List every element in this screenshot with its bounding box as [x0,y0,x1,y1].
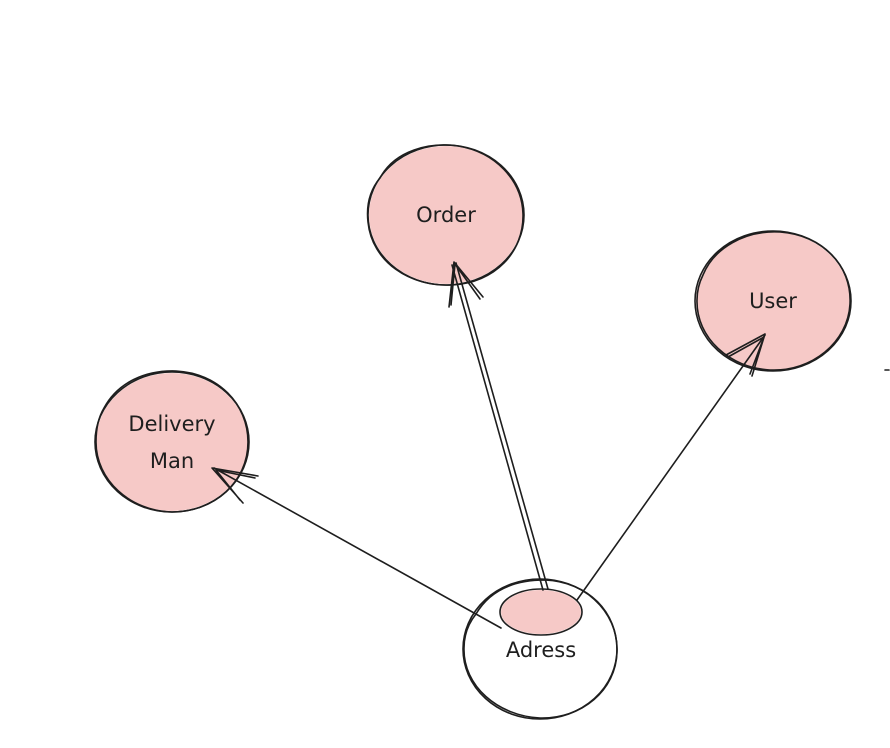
edge-address-to-delivery-man-arrowhead [211,467,259,504]
node-user-outline [694,230,852,372]
node-address-label: Adress [506,638,576,662]
node-address[interactable]: Adress [462,578,618,720]
node-address-inner-fill [501,590,581,634]
node-order-fill [369,146,523,284]
edge-address-to-user-arrowhead [725,333,766,377]
edge-address-to-order-line [451,262,549,591]
node-order-label: Order [416,203,476,227]
node-delivery-man[interactable]: Delivery Man [94,370,250,513]
edge-address-to-user-line [576,334,766,601]
node-order-outline-sketch [366,144,524,286]
node-user[interactable]: User [694,230,852,372]
node-address-outer-sketch [463,579,618,719]
node-order[interactable]: Order [366,144,525,286]
node-delivery-man-label-line1: Delivery [128,412,215,436]
edge-address-to-delivery-man [211,467,502,629]
node-user-outline-sketch [696,231,851,371]
node-delivery-man-outline-sketch [95,370,249,513]
node-address-inner-outline [499,588,583,636]
node-user-label: User [749,289,797,313]
node-user-fill [696,232,850,370]
edge-address-to-order-arrowhead [448,261,484,308]
node-delivery-man-label-line2: Man [150,449,194,473]
edge-address-to-user [576,333,766,601]
edge-address-to-order [448,261,549,591]
node-delivery-man-fill [96,373,248,511]
edge-address-to-delivery-man-line [213,467,502,629]
